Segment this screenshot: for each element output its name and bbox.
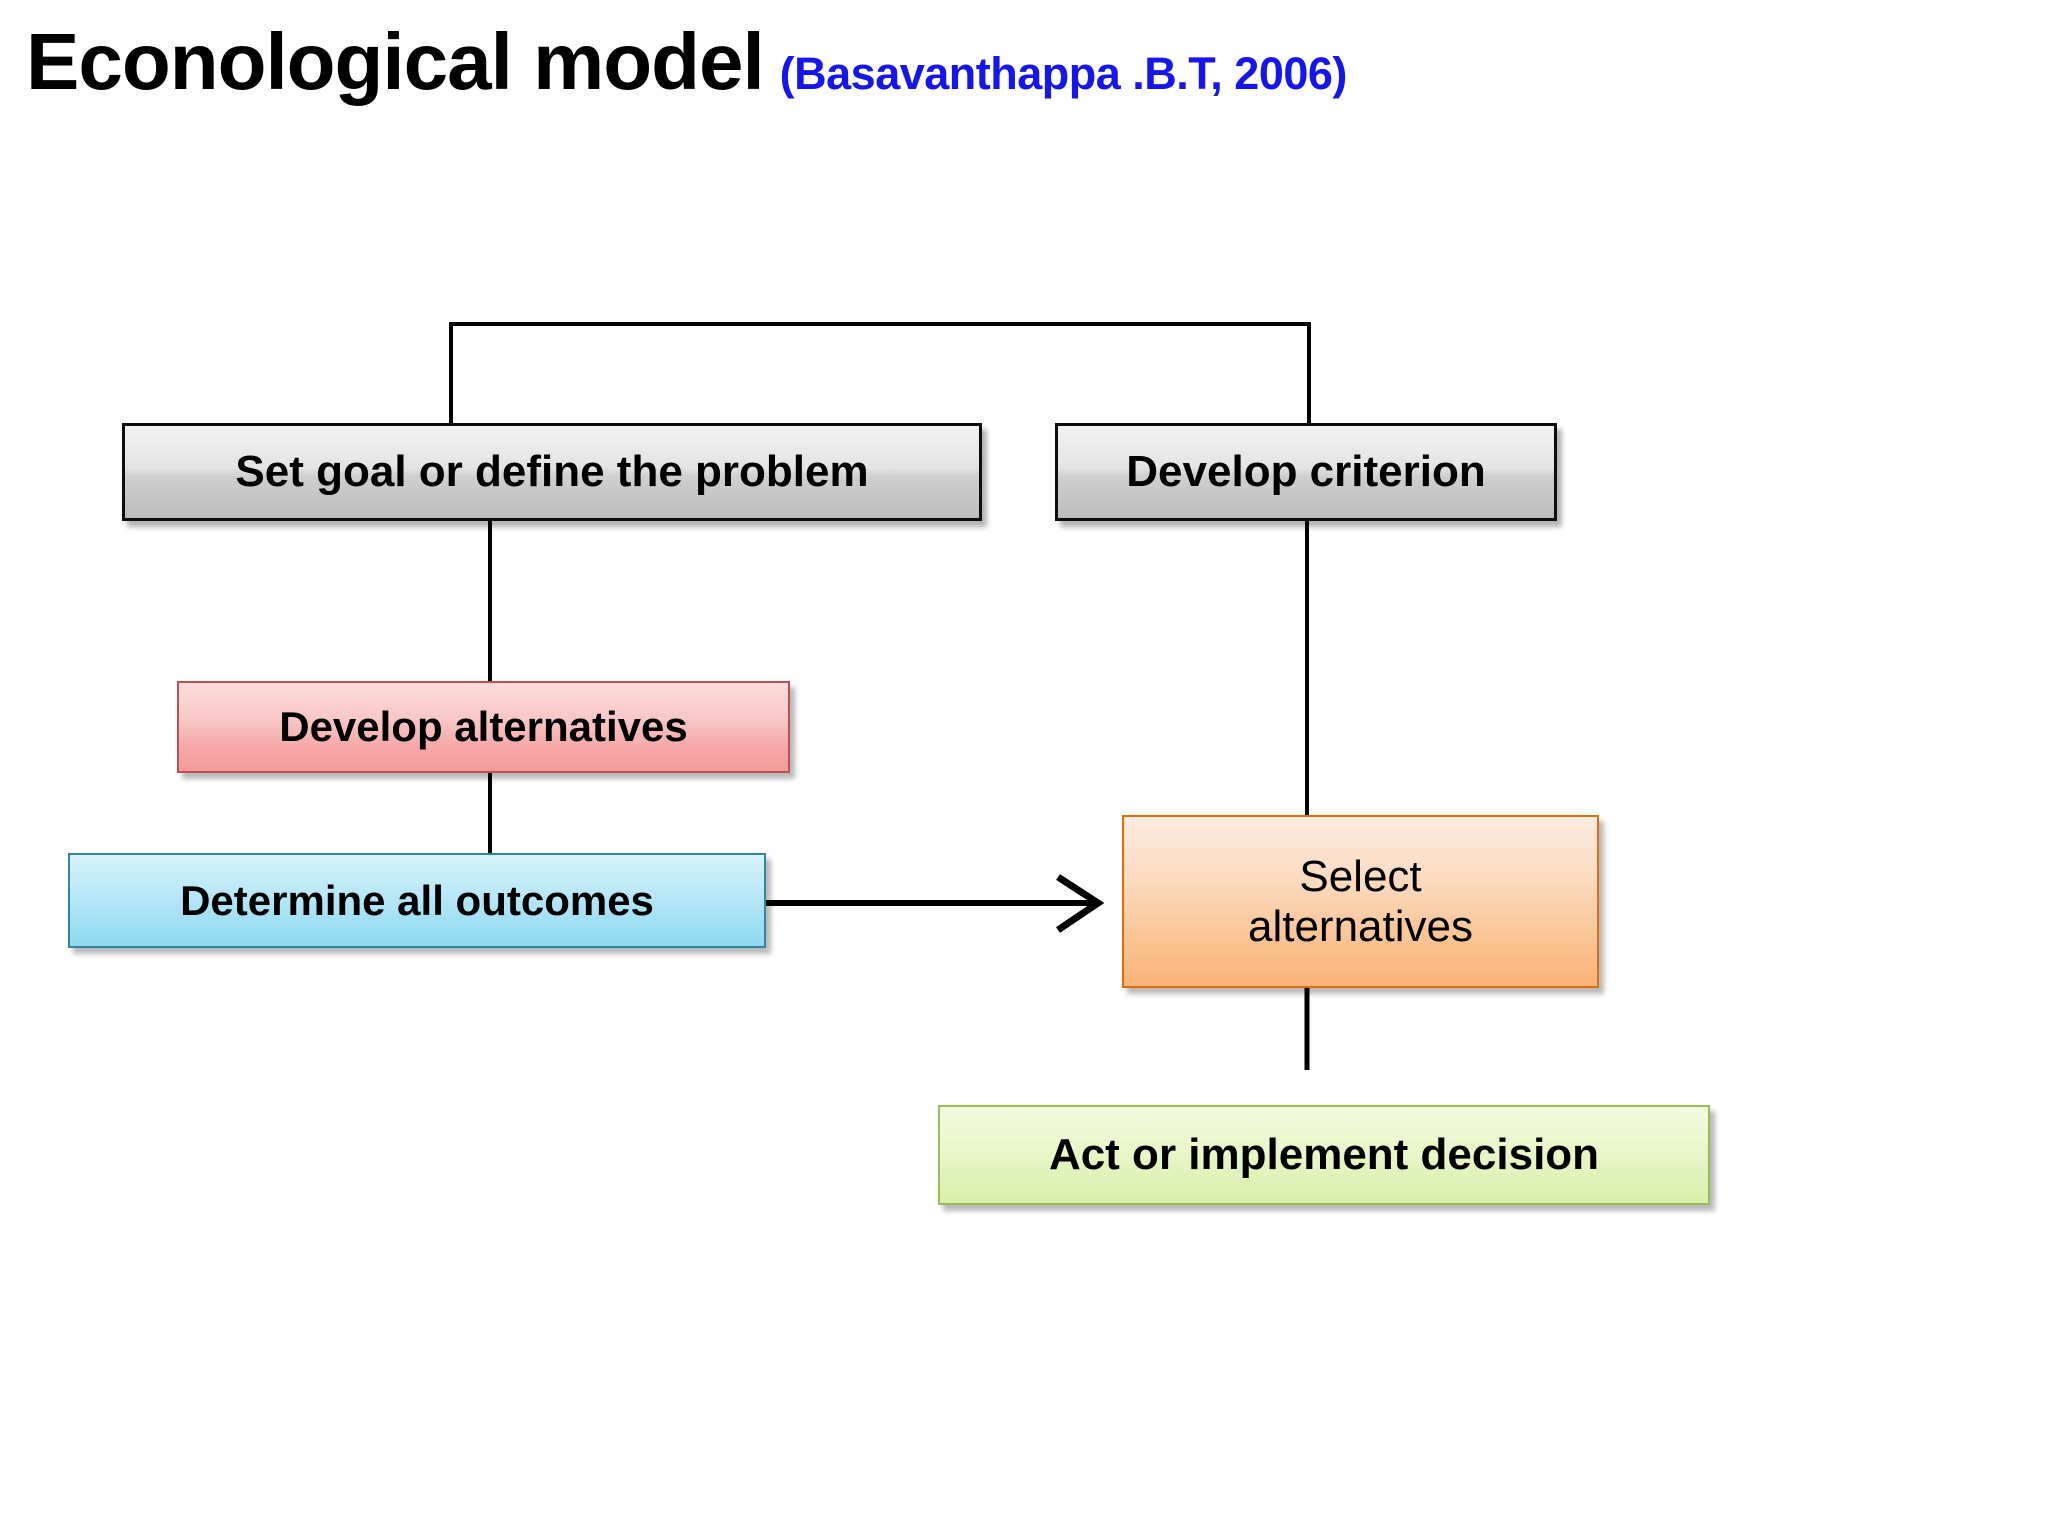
node-determine-outcomes-label: Determine all outcomes: [180, 876, 654, 924]
title-citation-text: (Basavanthappa .B.T, 2006): [779, 48, 1348, 99]
node-set-goal[interactable]: Set goal or define the problem: [122, 423, 982, 521]
connector-outcomes-to-select-arrow: [766, 874, 1105, 933]
node-act-implement[interactable]: Act or implement decision: [938, 1105, 1710, 1205]
connector-top-bracket: [449, 322, 1311, 425]
node-develop-criterion[interactable]: Develop criterion: [1055, 423, 1557, 521]
title-main-text: Econological model: [26, 17, 765, 106]
node-select-alternatives-label: Select alternatives: [1124, 852, 1597, 951]
node-select-alternatives[interactable]: Select alternatives: [1122, 815, 1599, 988]
node-set-goal-label: Set goal or define the problem: [235, 447, 869, 497]
node-determine-outcomes[interactable]: Determine all outcomes: [68, 853, 766, 948]
node-select-alternatives-line2: alternatives: [1247, 901, 1473, 951]
node-develop-alternatives-label: Develop alternatives: [279, 703, 688, 751]
page-title: Econological model (Basavanthappa .B.T, 2…: [26, 16, 1347, 108]
node-select-alternatives-line1: Select: [1299, 852, 1422, 902]
node-act-implement-label: Act or implement decision: [1048, 1130, 1600, 1180]
node-develop-criterion-label: Develop criterion: [1126, 447, 1486, 497]
node-develop-alternatives[interactable]: Develop alternatives: [177, 681, 790, 773]
